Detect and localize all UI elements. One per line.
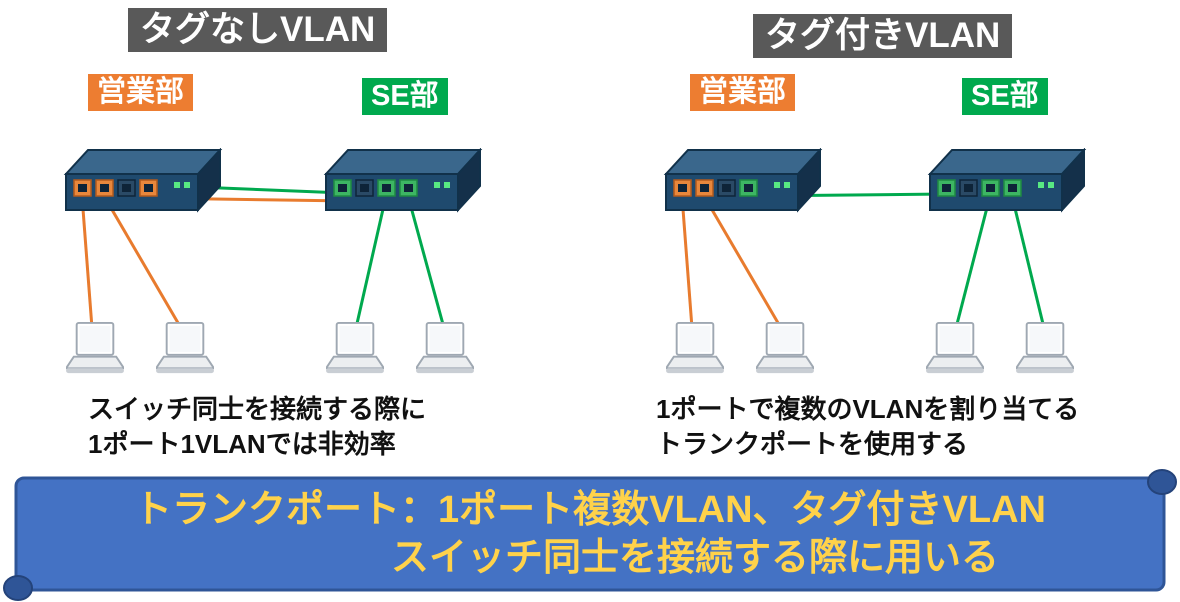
laptop-icon [324,322,386,381]
switch-se-tagged [922,147,1087,225]
laptop-icon [64,322,126,381]
caption-untagged-line1: スイッチ同士を接続する際に [88,394,427,424]
banner-text-line1: トランクポート：1ポート複数VLAN、タグ付きVLAN [133,489,1047,531]
summary-banner: トランクポート：1ポート複数VLAN、タグ付きVLAN スイッチ同士を接続する際… [0,468,1180,602]
switch-sales-tagged [658,147,823,225]
banner-text-line2: スイッチ同士を接続する際に用いる [390,537,999,579]
scroll-ribbon [3,469,1177,601]
dept-label-sales-tagged: 営業部 [690,74,796,111]
switch-illustration [927,147,1087,213]
switch-se-untagged [318,147,483,225]
laptop-icon [664,322,726,381]
caption-tagged-line1: 1ポートで複数のVLANを割り当てる [656,394,1080,424]
switch-illustration [323,147,483,213]
switch-illustration [663,147,823,213]
section-title-tagged-vlan: タグ付きVLAN [753,14,1013,59]
laptop-icon [154,322,216,381]
laptop-icon [754,322,816,381]
section-title-untagged-vlan: タグなしVLAN [128,8,388,53]
laptop-icon [924,322,986,381]
laptop-icon [1014,322,1076,381]
switch-illustration [63,147,223,213]
dept-label-se-untagged: SE部 [362,78,448,115]
caption-untagged-line2: 1ポート1VLANでは非効率 [88,429,396,460]
caption-tagged: 1ポートで複数のVLANを割り当てる トランクポートを使用する [656,392,1079,462]
dept-label-sales-untagged: 営業部 [88,74,194,111]
switch-sales-untagged [58,147,223,225]
caption-tagged-line2: トランクポートを使用する [656,429,969,460]
dept-label-se-tagged: SE部 [962,78,1048,115]
caption-untagged: スイッチ同士を接続する際に 1ポート1VLANでは非効率 [88,392,426,462]
laptop-icon [414,322,476,381]
